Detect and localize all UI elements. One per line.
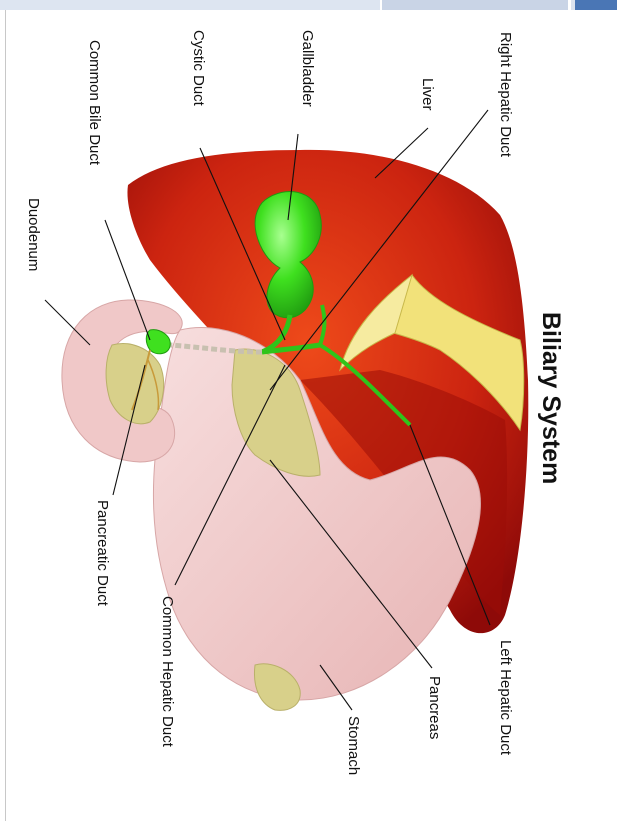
- label-liver: Liver: [419, 78, 436, 111]
- label-common-bile-duct: Common Bile Duct: [86, 40, 103, 166]
- label-pancreas: Pancreas: [426, 676, 443, 739]
- label-left-hepatic-duct: Left Hepatic Duct: [497, 640, 514, 756]
- label-duodenum: Duodenum: [25, 198, 42, 271]
- label-gallbladder: Gallbladder: [299, 30, 316, 107]
- label-common-hepatic-duct: Common Hepatic Duct: [159, 596, 176, 748]
- label-stomach: Stomach: [345, 716, 362, 775]
- label-cystic-duct: Cystic Duct: [190, 30, 207, 107]
- diagram-title: Biliary System: [537, 312, 565, 484]
- label-pancreatic-duct: Pancreatic Duct: [94, 500, 111, 607]
- label-right-hepatic-duct: Right Hepatic Duct: [497, 32, 514, 158]
